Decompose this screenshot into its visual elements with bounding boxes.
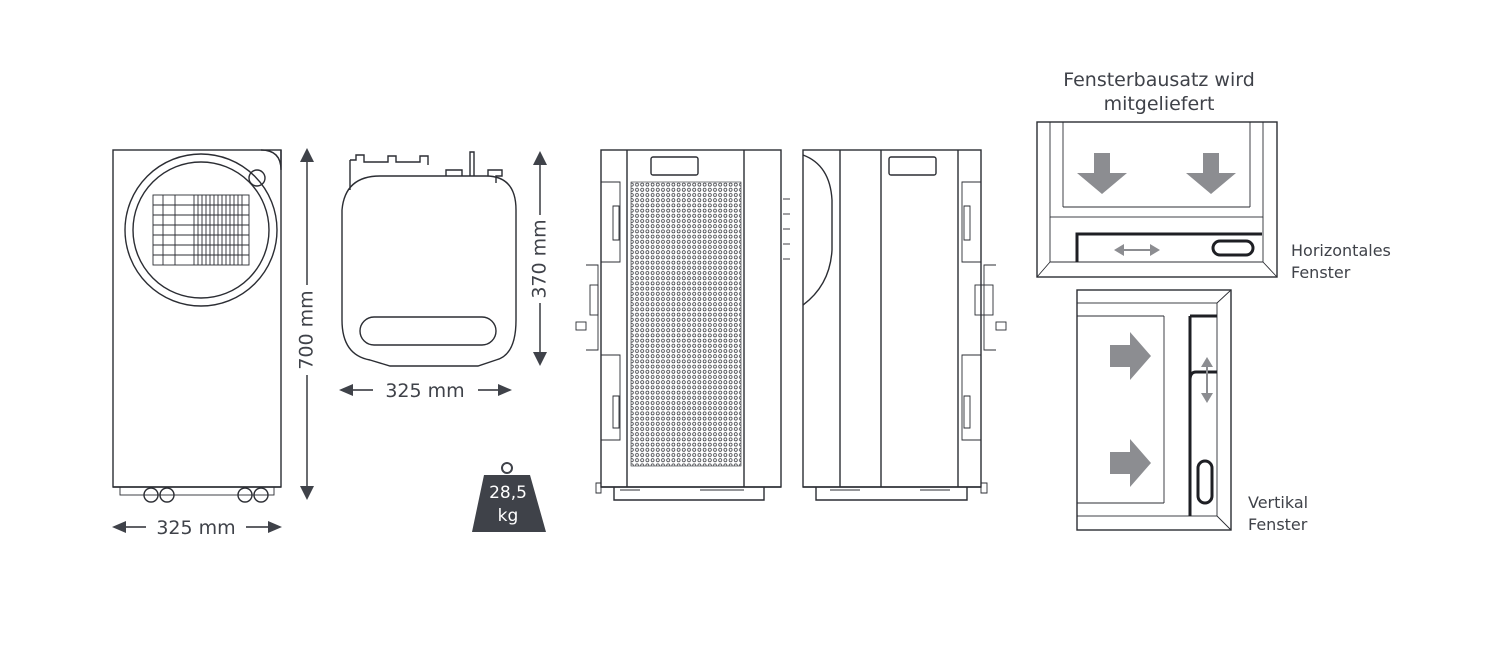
- back-grille: [630, 181, 742, 467]
- top-depth-label: 370 mm: [529, 219, 551, 298]
- down-arrow-icon: [1186, 153, 1236, 194]
- top-view: [341, 151, 517, 367]
- front-height-label: 700 mm: [296, 290, 318, 369]
- weight-value: 28,5: [489, 483, 527, 503]
- right-arrow-icon: [1110, 332, 1151, 380]
- front-width-dimension: 325 mm: [112, 517, 282, 539]
- window-kit-title: Fensterbausatz wird mitgeliefert: [1063, 69, 1255, 115]
- front-height-dimension: 700 mm: [296, 148, 318, 500]
- vertical-window-illustration: [1076, 289, 1232, 531]
- horizontal-window-illustration: [1036, 121, 1278, 278]
- window-kit-title-line1: Fensterbausatz wird: [1063, 69, 1255, 91]
- horizontal-window-label-line1: Horizontales: [1291, 241, 1391, 260]
- top-depth-dimension: 370 mm: [529, 151, 551, 366]
- front-grille: [153, 195, 249, 265]
- vertical-window-label-line1: Vertikal: [1248, 493, 1308, 512]
- top-width-label: 325 mm: [385, 380, 464, 402]
- window-kit-title-line2: mitgeliefert: [1104, 93, 1215, 115]
- vertical-window-label-line2: Fenster: [1248, 515, 1308, 534]
- slide-horizontal-icon: [1114, 244, 1160, 256]
- weight-icon: 28,5 kg: [472, 462, 546, 532]
- side-view: [783, 149, 1007, 501]
- front-view: [112, 149, 282, 503]
- right-arrow-icon: [1110, 439, 1151, 487]
- weight-unit: kg: [498, 506, 519, 526]
- top-width-dimension: 325 mm: [339, 380, 512, 402]
- front-width-label: 325 mm: [156, 517, 235, 539]
- side-vent-slots: [783, 198, 790, 260]
- back-view: [575, 149, 782, 501]
- down-arrow-icon: [1077, 153, 1127, 194]
- horizontal-window-label-line2: Fenster: [1291, 263, 1351, 282]
- slide-vertical-icon: [1201, 357, 1213, 403]
